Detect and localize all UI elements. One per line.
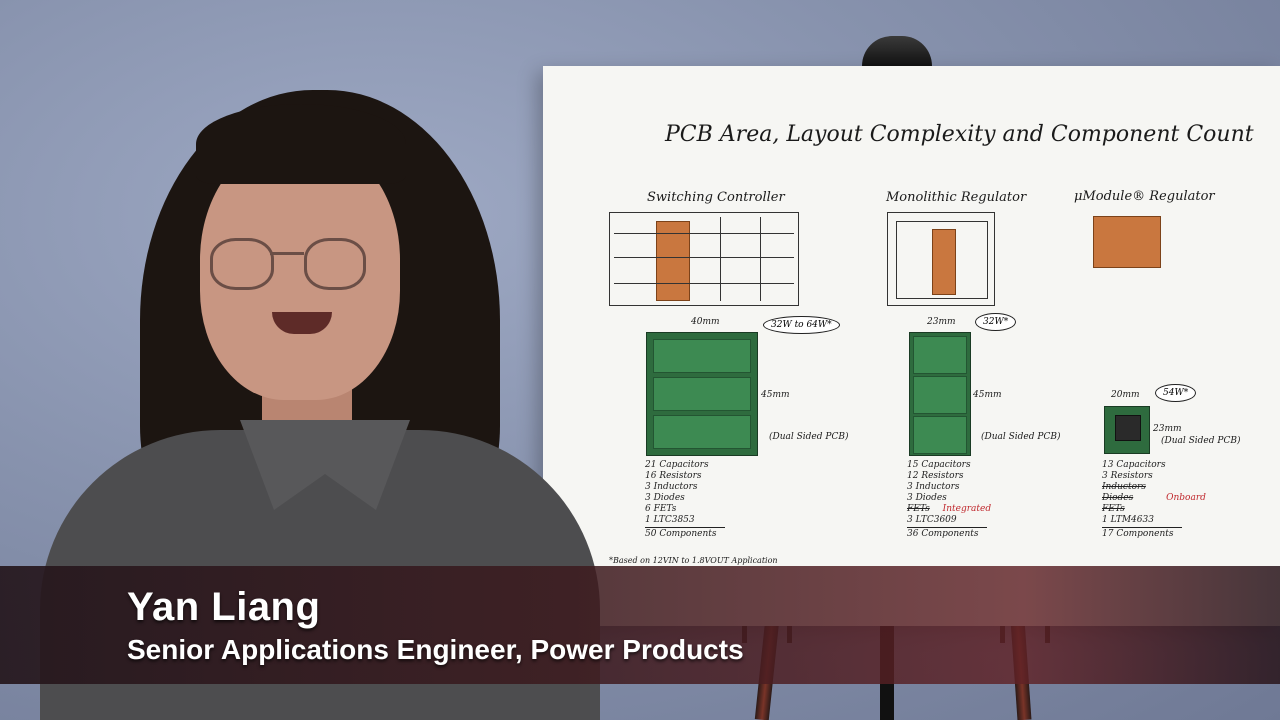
component-list-switching: 21 Capacitors 16 Resistors 3 Inductors 3… xyxy=(645,460,725,540)
pcb-note-switching: (Dual Sided PCB) xyxy=(769,432,849,442)
list-item: FETs xyxy=(1102,504,1125,514)
list-item: 6 FETs xyxy=(645,504,677,514)
integrated-note: Integrated xyxy=(942,504,992,514)
board-footnote: *Based on 12VIN to 1.8VOUT Application xyxy=(609,556,778,565)
list-item: FETs xyxy=(907,504,930,514)
dim-height-monolithic: 45mm xyxy=(973,390,1002,400)
board-title: PCB Area, Layout Complexity and Componen… xyxy=(665,122,1254,147)
power-badge-monolithic: 32W* xyxy=(975,313,1017,331)
heading-switching-controller: Switching Controller xyxy=(647,190,785,205)
dim-height-umodule: 23mm xyxy=(1153,424,1182,434)
component-list-monolithic: 15 Capacitors 12 Resistors 3 Inductors 3… xyxy=(907,460,991,540)
list-item: 1 LTM4633 xyxy=(1102,515,1154,525)
component-total: 50 Components xyxy=(645,529,717,539)
umodule-package xyxy=(1093,216,1161,268)
onboard-note: Onboard xyxy=(1166,493,1206,503)
presenter-mouth xyxy=(272,312,332,334)
presentation-board: PCB Area, Layout Complexity and Componen… xyxy=(543,66,1280,626)
list-item: 1 LTC3853 xyxy=(645,515,695,525)
component-list-umodule: 13 Capacitors 3 Resistors Inductors Diod… xyxy=(1102,460,1206,540)
pcb-note-monolithic: (Dual Sided PCB) xyxy=(981,432,1061,442)
glasses-bridge xyxy=(270,252,304,255)
monolithic-ic xyxy=(932,229,956,295)
pcb-monolithic-regulator xyxy=(909,332,971,456)
list-item: 3 Inductors xyxy=(907,482,960,492)
list-item: 21 Capacitors xyxy=(645,460,709,470)
pcb-switching-controller xyxy=(646,332,758,456)
list-item: Diodes xyxy=(1102,493,1134,503)
list-item: 16 Resistors xyxy=(645,471,702,481)
lower-third-bar xyxy=(0,566,1280,684)
pcb-note-umodule: (Dual Sided PCB) xyxy=(1161,436,1241,446)
list-item: 15 Capacitors xyxy=(907,460,971,470)
easel-top xyxy=(862,36,932,70)
list-item: 3 Diodes xyxy=(645,493,685,503)
pcb-umodule-regulator xyxy=(1104,406,1150,454)
list-item: 3 Diodes xyxy=(907,493,947,503)
component-total: 17 Components xyxy=(1102,529,1174,539)
dim-width-umodule: 20mm xyxy=(1111,390,1140,400)
schematic-monolithic-regulator xyxy=(887,212,995,306)
glasses-right-lens xyxy=(304,238,366,290)
list-item: 13 Capacitors xyxy=(1102,460,1166,470)
presenter-title: Senior Applications Engineer, Power Prod… xyxy=(127,634,744,665)
list-item: 3 Resistors xyxy=(1102,471,1153,481)
list-item: 3 LTC3609 xyxy=(907,515,957,525)
list-item: 12 Resistors xyxy=(907,471,964,481)
heading-umodule-regulator: μModule® Regulator xyxy=(1074,189,1215,204)
power-badge-switching: 32W to 64W* xyxy=(763,316,840,334)
schematic-switching-controller xyxy=(609,212,799,306)
glasses-left-lens xyxy=(210,238,274,290)
dim-width-monolithic: 23mm xyxy=(927,317,956,327)
dim-height-switching: 45mm xyxy=(761,390,790,400)
schematic-umodule-regulator xyxy=(1081,212,1177,272)
component-total: 36 Components xyxy=(907,529,979,539)
presenter-name: Yan Liang xyxy=(127,585,321,629)
list-item: 3 Inductors xyxy=(645,482,698,492)
list-item: Inductors xyxy=(1102,482,1146,492)
power-badge-umodule: 54W* xyxy=(1155,384,1197,402)
heading-monolithic-regulator: Monolithic Regulator xyxy=(886,190,1027,205)
controller-ic xyxy=(656,221,690,301)
presenter-fringe xyxy=(196,104,406,184)
dim-width-switching: 40mm xyxy=(691,317,720,327)
